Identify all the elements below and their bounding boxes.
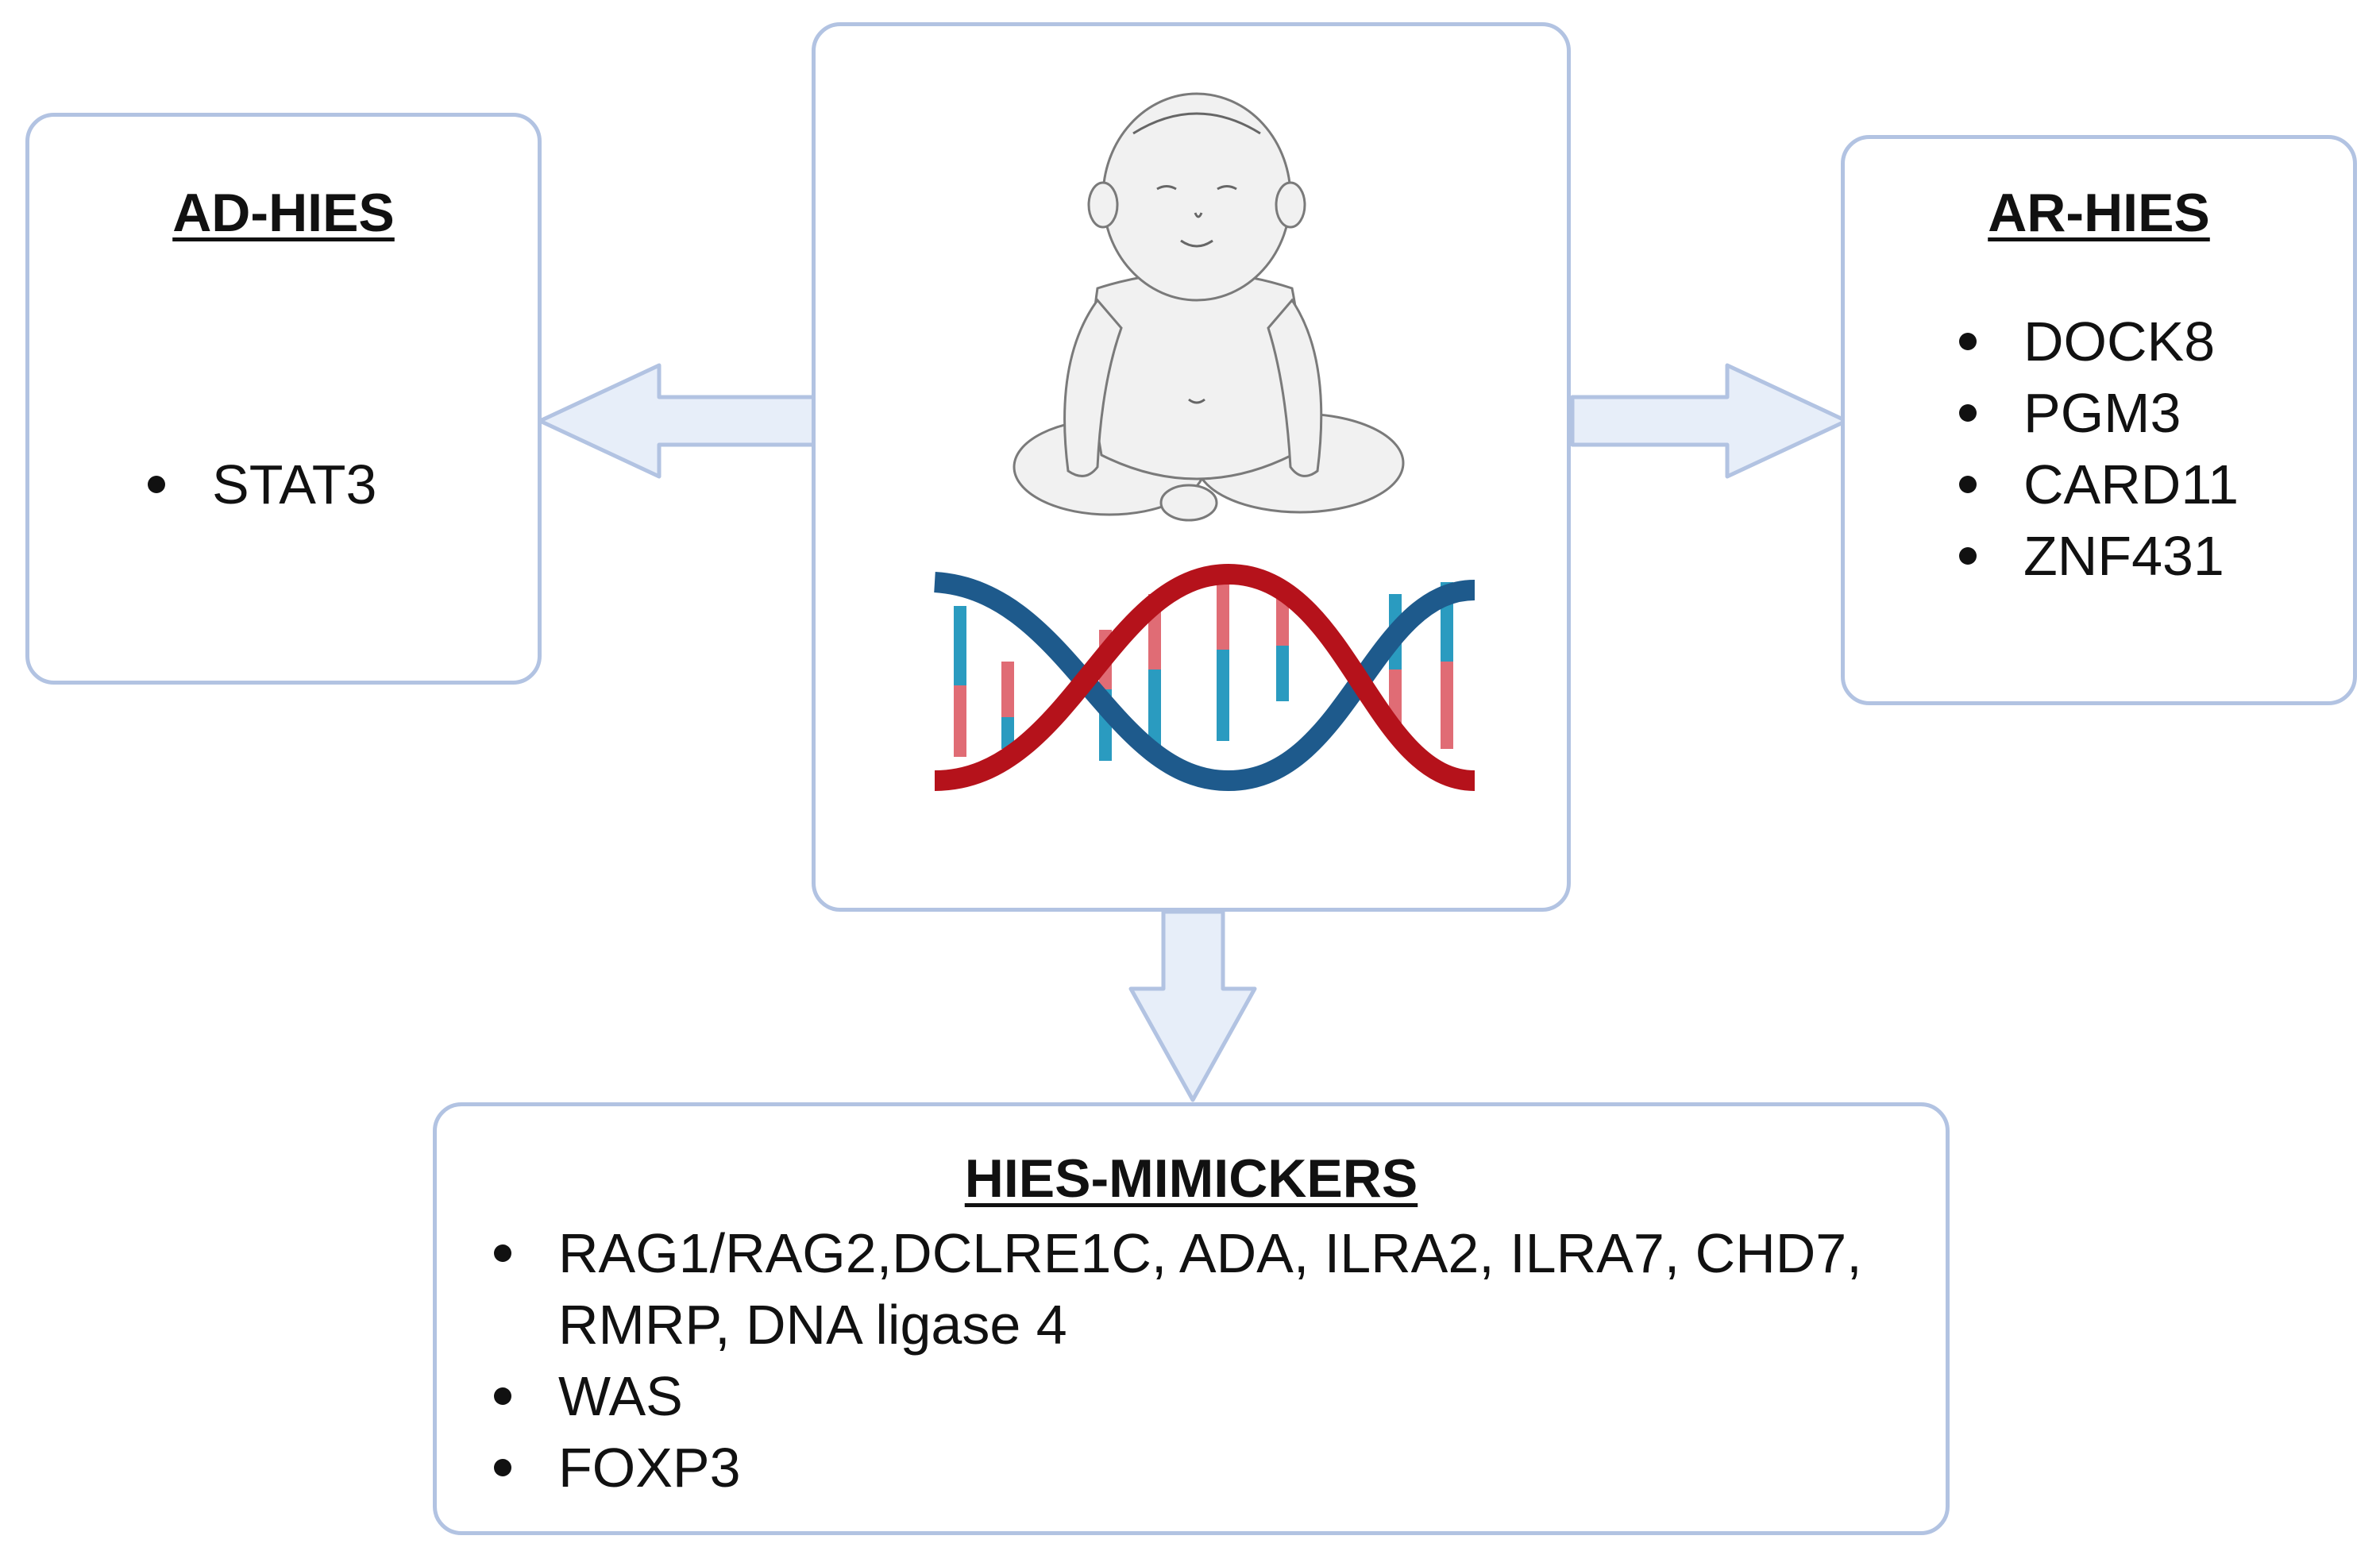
gene-item: DOCK8 [1948,306,2239,377]
gene-item: WAS [483,1360,1880,1432]
gene-item: PGM3 [1948,377,2239,449]
gene-item: CARD11 [1948,449,2239,520]
gene-item: RAG1/RAG2,DCLRE1C, ADA, ILRA2, ILRA7, CH… [483,1217,1880,1360]
ad-hies-box: AD-HIES STAT3 [25,113,542,685]
hies-mimickers-gene-list: RAG1/RAG2,DCLRE1C, ADA, ILRA2, ILRA7, CH… [483,1217,1880,1503]
ar-hies-box: AR-HIES DOCK8 PGM3 CARD11 ZNF431 [1841,135,2357,705]
ad-hies-title: AD-HIES [172,183,395,243]
center-box [812,22,1571,912]
gene-item: FOXP3 [483,1432,1880,1503]
arrow-left [538,363,816,479]
baby-illustration [1013,92,1405,522]
arrow-down [1128,909,1257,1102]
ar-hies-title: AR-HIES [1988,183,2210,243]
gene-item: STAT3 [137,449,376,520]
dna-helix-icon [933,563,1475,792]
ar-hies-gene-list: DOCK8 PGM3 CARD11 ZNF431 [1948,306,2239,592]
arrow-right [1570,363,1849,479]
hies-mimickers-box: HIES-MIMICKERS RAG1/RAG2,DCLRE1C, ADA, I… [433,1102,1950,1535]
hies-mimickers-title: HIES-MIMICKERS [964,1148,1418,1209]
ad-hies-gene-list: STAT3 [137,449,376,520]
gene-item: ZNF431 [1948,520,2239,592]
